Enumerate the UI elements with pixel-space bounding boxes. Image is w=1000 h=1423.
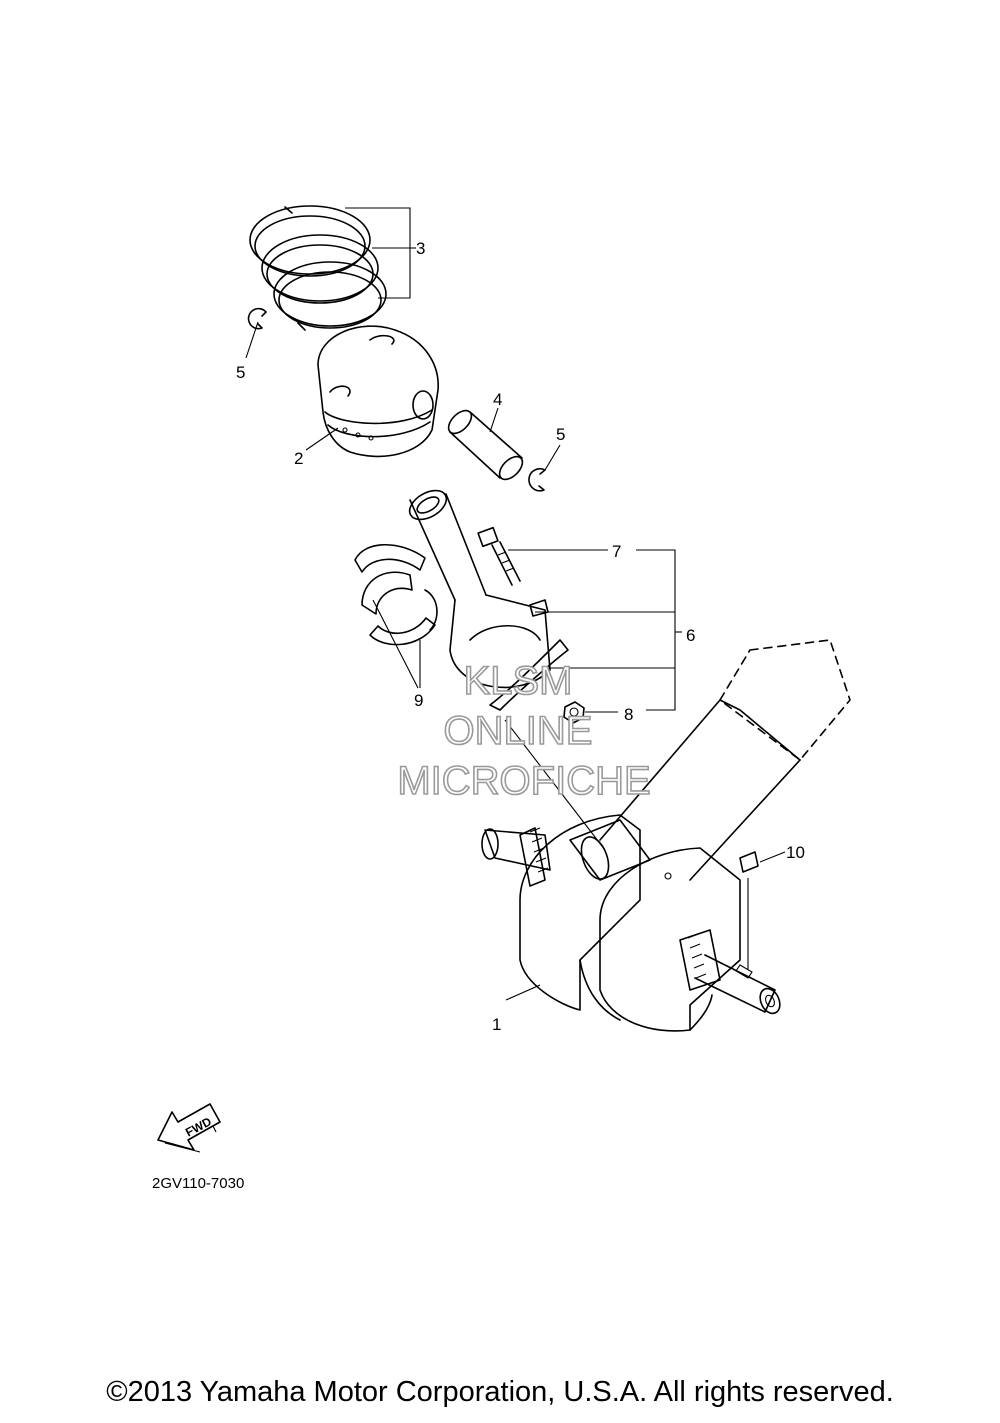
callout-5-left: 5 [236, 363, 245, 382]
crankshaft[interactable] [481, 639, 851, 1032]
callout-6: 6 [686, 626, 695, 645]
woodruff-key[interactable] [739, 851, 759, 873]
leader-lines [245, 207, 786, 1001]
rod-bolt[interactable] [477, 526, 521, 586]
circlip-left[interactable] [247, 307, 267, 330]
callout-5-right: 5 [556, 425, 565, 444]
callout-4: 4 [493, 390, 502, 409]
connecting-rod[interactable] [405, 485, 569, 711]
callout-2: 2 [294, 449, 303, 468]
fwd-label: FWD [183, 1114, 214, 1139]
callout-3: 3 [416, 239, 425, 258]
callout-8: 8 [624, 705, 633, 724]
callout-7: 7 [612, 542, 621, 561]
callout-9: 9 [414, 691, 423, 710]
copyright-text: ©2013 Yamaha Motor Corporation, U.S.A. A… [106, 1376, 894, 1408]
watermark-line-1: KLSM [464, 659, 573, 703]
piston-pin[interactable] [444, 406, 526, 483]
watermark-line-3: MICROFICHE [397, 759, 650, 803]
fwd-arrow-icon: FWD [157, 1103, 221, 1153]
piston[interactable] [317, 325, 439, 458]
watermark-line-2: ONLINE [444, 709, 593, 753]
rod-nut[interactable] [563, 701, 585, 724]
piston-rings[interactable] [249, 205, 387, 331]
circlip-right[interactable] [528, 467, 546, 492]
bearing-shells[interactable] [354, 543, 438, 646]
callout-10: 10 [786, 843, 805, 862]
part-code: 2GV110-7030 [152, 1175, 244, 1192]
callout-1: 1 [492, 1015, 501, 1034]
